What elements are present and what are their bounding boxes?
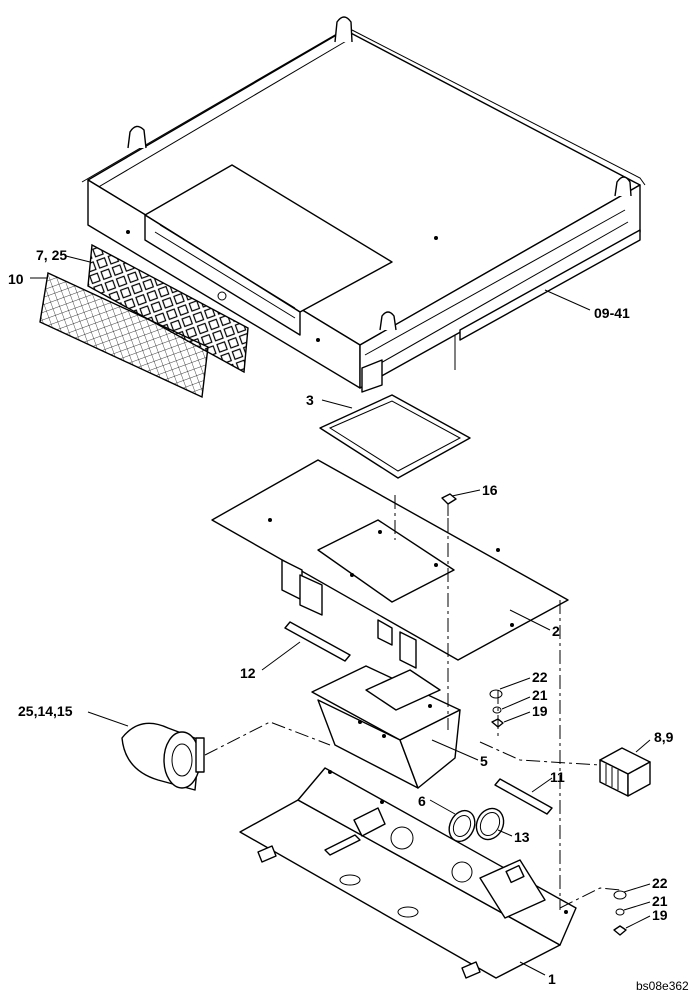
drawing-code: bs08e362	[636, 979, 689, 993]
label-09-41: 09-41	[594, 305, 630, 321]
label-13: 13	[514, 829, 530, 845]
label-12: 12	[240, 665, 256, 681]
grille-panel	[65, 243, 249, 374]
duct-box	[311, 665, 479, 789]
label-19-lower: 19	[652, 907, 668, 923]
bolt	[441, 489, 481, 516]
label-25-14-15: 25,14,15	[18, 703, 73, 719]
label-21-lower: 21	[652, 893, 668, 909]
washer-stack-lower	[613, 883, 651, 936]
label-8-9: 8,9	[654, 729, 674, 745]
label-22-upper: 22	[532, 669, 548, 685]
ring-gasket	[429, 799, 476, 843]
label-7-25: 7, 25	[36, 247, 67, 263]
relay-block	[599, 739, 651, 797]
label-6: 6	[418, 793, 426, 809]
gasket-frame	[319, 394, 471, 479]
blower-fan	[87, 711, 205, 791]
washer-stack-upper	[489, 677, 531, 728]
ring-collar	[475, 807, 513, 841]
label-22-lower: 22	[652, 875, 668, 891]
label-10: 10	[8, 271, 24, 287]
label-16: 16	[482, 482, 498, 498]
roof-housing	[81, 16, 646, 393]
label-19-upper: 19	[532, 703, 548, 719]
label-11: 11	[550, 769, 565, 785]
filter-mesh	[30, 271, 209, 399]
mounting-plate	[211, 459, 569, 669]
seal-strip-right	[494, 777, 553, 815]
label-1: 1	[548, 971, 556, 987]
callout-labels: 7, 25 10 09-41 3 16 2 12 22 21 19 25,14,…	[8, 247, 689, 993]
label-3: 3	[306, 392, 314, 408]
label-21-upper: 21	[532, 687, 548, 703]
label-2: 2	[552, 623, 560, 639]
seal-strip-left	[261, 621, 351, 671]
assembly-lines	[204, 495, 621, 910]
label-5: 5	[480, 753, 488, 769]
base-tray	[239, 767, 577, 979]
